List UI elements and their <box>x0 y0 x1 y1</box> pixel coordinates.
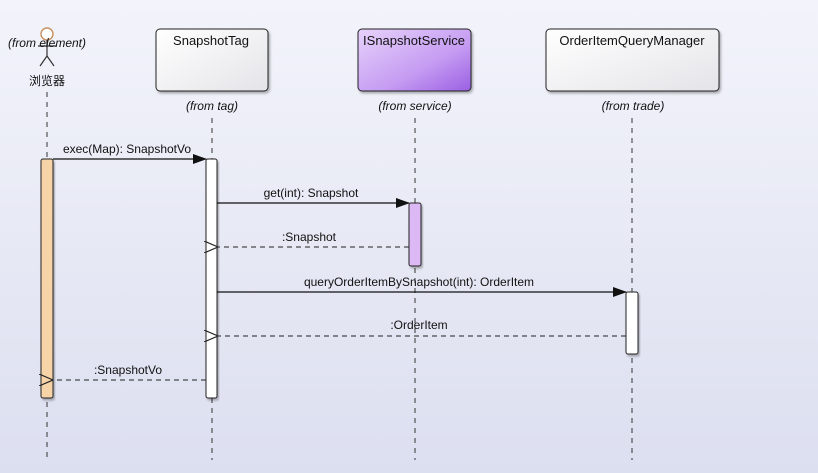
lifeline-snapshottag: SnapshotTag (from tag) <box>155 28 269 113</box>
actor-activation <box>40 158 54 399</box>
message-exec: exec(Map): SnapshotVo <box>53 142 207 164</box>
message-return-snapshot: :Snapshot <box>218 230 409 247</box>
lifeline-isnapshotservice: ISnapshotService (from service) <box>357 28 472 113</box>
actor-browser: (from element) 浏览器 <box>8 27 86 88</box>
isnapshotservice-activation <box>408 202 422 267</box>
orderitemquerymanager-box <box>545 28 720 92</box>
message-return-orderitem: :OrderItem <box>218 318 626 336</box>
message-get-label: get(int): Snapshot <box>264 186 359 200</box>
orderitemquerymanager-activation <box>625 291 639 355</box>
orderitemquerymanager-title: OrderItemQueryManager <box>559 33 705 48</box>
isnapshotservice-from: (from service) <box>378 99 451 113</box>
message-get: get(int): Snapshot <box>217 186 410 208</box>
snapshottag-from: (from tag) <box>186 99 238 113</box>
actor-stereotype: (from element) <box>8 36 86 50</box>
message-return-snapshotvo-label: :SnapshotVo <box>94 363 162 377</box>
isnapshotservice-box <box>357 28 472 92</box>
snapshottag-title: SnapshotTag <box>173 33 249 48</box>
orderitemquerymanager-from: (from trade) <box>602 99 665 113</box>
snapshottag-activation <box>205 158 218 399</box>
message-query-label: queryOrderItemBySnapshot(int): OrderItem <box>304 275 534 289</box>
message-query: queryOrderItemBySnapshot(int): OrderItem <box>217 275 627 297</box>
isnapshotservice-title: ISnapshotService <box>363 33 465 48</box>
message-return-snapshotvo: :SnapshotVo <box>53 363 206 380</box>
snapshottag-box <box>155 28 269 92</box>
message-exec-label: exec(Map): SnapshotVo <box>63 142 191 156</box>
message-return-snapshot-label: :Snapshot <box>282 230 337 244</box>
lifeline-orderitemquerymanager: OrderItemQueryManager (from trade) <box>545 28 720 113</box>
message-return-orderitem-label: :OrderItem <box>390 318 447 332</box>
actor-name: 浏览器 <box>29 73 65 88</box>
